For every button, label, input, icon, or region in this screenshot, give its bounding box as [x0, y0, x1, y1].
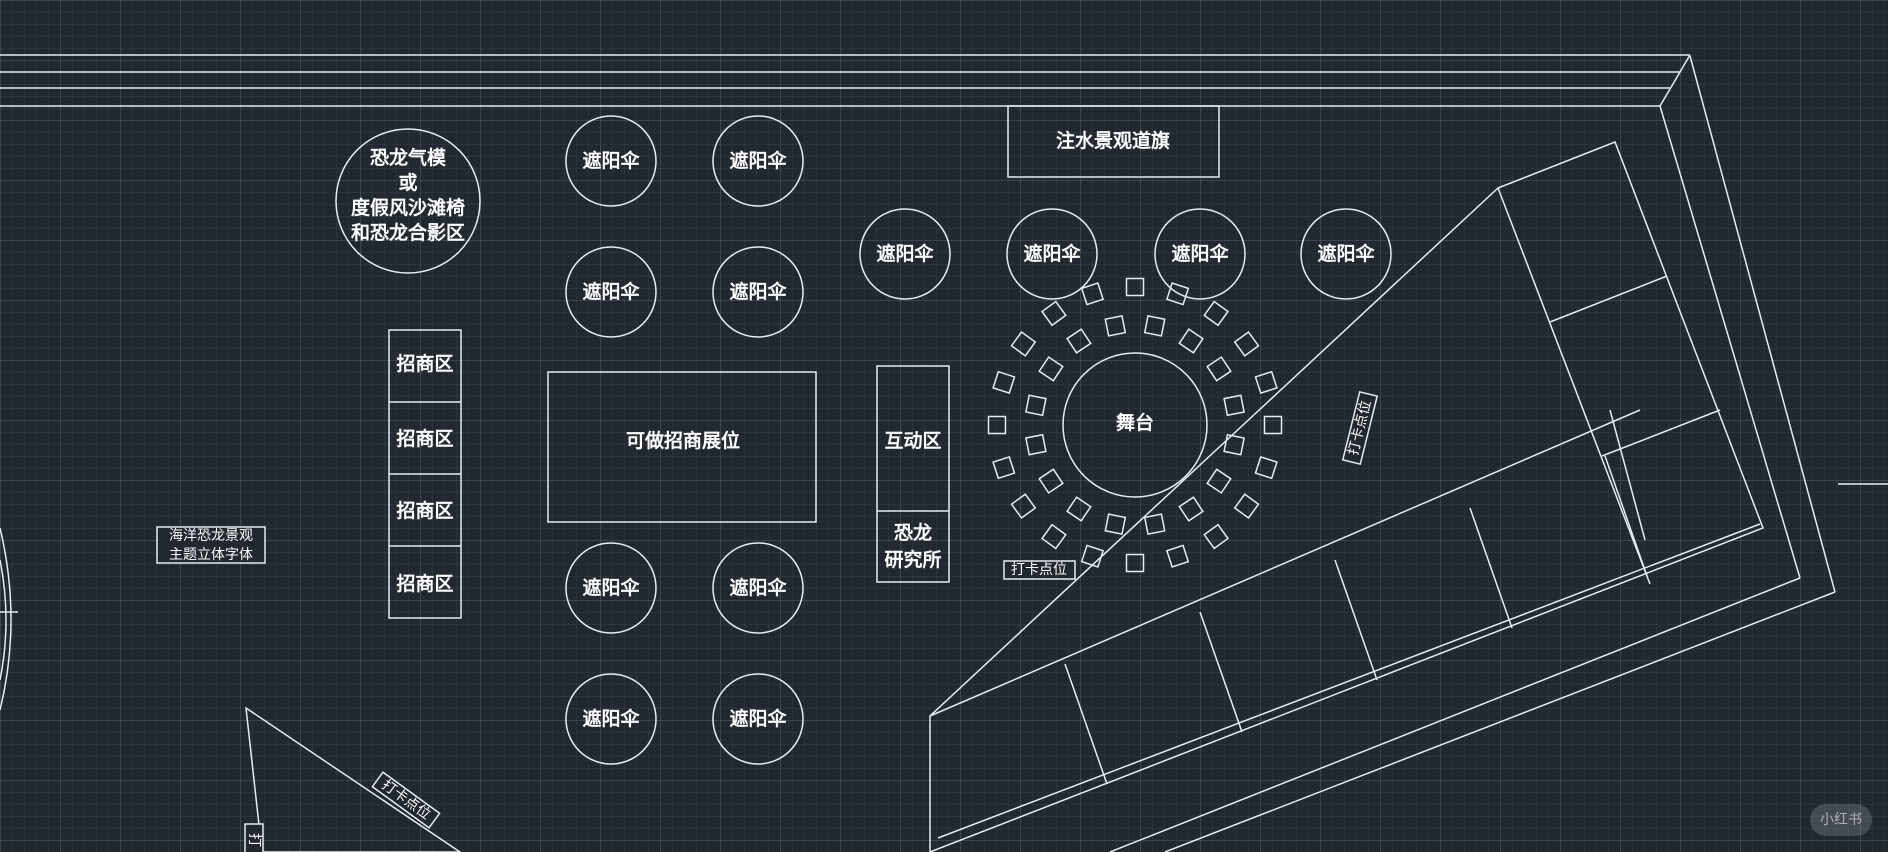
svg-text:遮阳伞: 遮阳伞 — [729, 149, 787, 172]
research-line-1: 恐龙 — [894, 521, 932, 544]
umbrella-3: 遮阳伞 — [565, 246, 657, 338]
stage-seat — [1203, 300, 1230, 327]
stage-seat — [992, 455, 1016, 480]
checkin-point-4-partial: 打 — [244, 823, 264, 852]
stage-seat — [1206, 468, 1232, 494]
svg-text:遮阳伞: 遮阳伞 — [1023, 242, 1081, 265]
stage-area: 舞台 — [987, 277, 1283, 573]
stage-seat — [1010, 493, 1037, 520]
umbrella-10: 遮阳伞 — [1006, 208, 1098, 300]
svg-text:遮阳伞: 遮阳伞 — [582, 149, 640, 172]
stage-seat — [1233, 493, 1260, 520]
stage-seat — [1223, 394, 1245, 417]
investment-zone-3: 招商区 — [396, 499, 453, 522]
umbrella-12: 遮阳伞 — [1300, 208, 1392, 300]
investment-zone-2: 招商区 — [396, 427, 453, 450]
checkin-point-2: 打卡点位 — [1341, 390, 1379, 466]
dino-zone-line-1: 恐龙气模 — [370, 146, 447, 169]
svg-text:遮阳伞: 遮阳伞 — [582, 576, 640, 599]
dino-zone-line-4: 和恐龙合影区 — [351, 221, 465, 244]
stage-seat — [1143, 513, 1166, 535]
svg-text:打卡点位: 打卡点位 — [1011, 561, 1067, 578]
stage-seat — [1066, 328, 1092, 354]
stage-seat — [1080, 544, 1105, 568]
svg-text:可做招商展位: 可做招商展位 — [626, 429, 740, 452]
bottom-left-triangle — [245, 706, 462, 852]
stage-seat — [1143, 315, 1166, 337]
umbrella-1: 遮阳伞 — [565, 115, 657, 207]
stage-label: 舞台 — [1116, 411, 1154, 434]
dino-zone-line-2: 或 — [398, 171, 417, 194]
investment-zone-column: 招商区 招商区 招商区 招商区 — [388, 329, 462, 619]
svg-text:遮阳伞: 遮阳伞 — [729, 707, 787, 730]
umbrella-8: 遮阳伞 — [712, 673, 804, 765]
stage-seat — [1025, 394, 1047, 417]
svg-text:遮阳伞: 遮阳伞 — [876, 242, 934, 265]
stage-seat — [1040, 523, 1067, 550]
umbrella-7: 遮阳伞 — [565, 673, 657, 765]
right-boundary-lines — [1109, 55, 1888, 852]
stage-seat — [1178, 496, 1204, 522]
research-line-2: 研究所 — [884, 548, 941, 571]
stage-seat — [1025, 433, 1047, 456]
stage-seat — [1165, 282, 1190, 306]
interactive-research-column: 互动区 恐龙 研究所 — [876, 365, 950, 583]
stage-seat — [1254, 370, 1278, 395]
stage-seat — [1038, 468, 1064, 494]
umbrella-11: 遮阳伞 — [1154, 208, 1246, 300]
stage-seat — [1254, 455, 1278, 480]
right-stall-grid — [929, 141, 1764, 852]
ocean-dino-text-box: 海洋恐龙景观 主题立体字体 — [156, 526, 266, 564]
stage-seat — [1203, 523, 1230, 550]
umbrella-6: 遮阳伞 — [712, 542, 804, 634]
svg-text:遮阳伞: 遮阳伞 — [582, 707, 640, 730]
stage-seat — [1038, 356, 1064, 382]
svg-text:打: 打 — [246, 833, 263, 847]
left-arc-structure — [0, 527, 18, 711]
svg-text:遮阳伞: 遮阳伞 — [729, 576, 787, 599]
stage-seat — [1263, 415, 1283, 435]
umbrella-9: 遮阳伞 — [859, 208, 951, 300]
svg-text:遮阳伞: 遮阳伞 — [582, 280, 640, 303]
booth-area: 可做招商展位 — [547, 371, 817, 523]
investment-zone-4: 招商区 — [396, 572, 453, 595]
top-boundary-lines — [0, 54, 1691, 107]
interactive-zone: 互动区 — [884, 430, 941, 452]
stage-seat — [1233, 330, 1260, 357]
stage-seat — [1040, 300, 1067, 327]
svg-text:注水景观道旗: 注水景观道旗 — [1056, 129, 1170, 152]
stage-seat — [1165, 544, 1190, 568]
stage-seat — [987, 415, 1007, 435]
umbrella-4: 遮阳伞 — [712, 246, 804, 338]
watermark-badge: 小红书 — [1810, 804, 1872, 836]
stage-seat — [1010, 330, 1037, 357]
umbrella-5: 遮阳伞 — [565, 542, 657, 634]
stage-seats — [987, 277, 1283, 573]
stage-seat — [1206, 356, 1232, 382]
stage-seat — [1223, 433, 1245, 456]
umbrella-group: 遮阳伞 遮阳伞 遮阳伞 遮阳伞 遮阳伞 遮阳伞 遮阳伞 遮阳伞 遮阳伞 遮阳伞 … — [565, 115, 1392, 765]
dino-zone-line-3: 度假风沙滩椅 — [351, 196, 465, 219]
stage-seat — [1125, 277, 1145, 297]
checkin-point-1: 打卡点位 — [1003, 560, 1076, 580]
stage-seat — [1125, 553, 1145, 573]
stage-seat — [1104, 315, 1127, 337]
stage-seat — [1080, 282, 1105, 306]
stage-seat — [992, 370, 1016, 395]
ocean-text-line-1: 海洋恐龙景观 — [169, 528, 253, 544]
svg-text:遮阳伞: 遮阳伞 — [729, 280, 787, 303]
water-banner-box: 注水景观道旗 — [1007, 105, 1220, 178]
stage-seat — [1066, 496, 1092, 522]
svg-text:遮阳伞: 遮阳伞 — [1317, 242, 1375, 265]
dino-photo-zone: 恐龙气模 或 度假风沙滩椅 和恐龙合影区 — [335, 128, 481, 274]
investment-zone-1: 招商区 — [396, 352, 453, 375]
ocean-text-line-2: 主题立体字体 — [169, 547, 253, 563]
svg-text:遮阳伞: 遮阳伞 — [1171, 242, 1229, 265]
stage-seat — [1104, 513, 1127, 535]
umbrella-2: 遮阳伞 — [712, 115, 804, 207]
stage-seat — [1178, 328, 1204, 354]
